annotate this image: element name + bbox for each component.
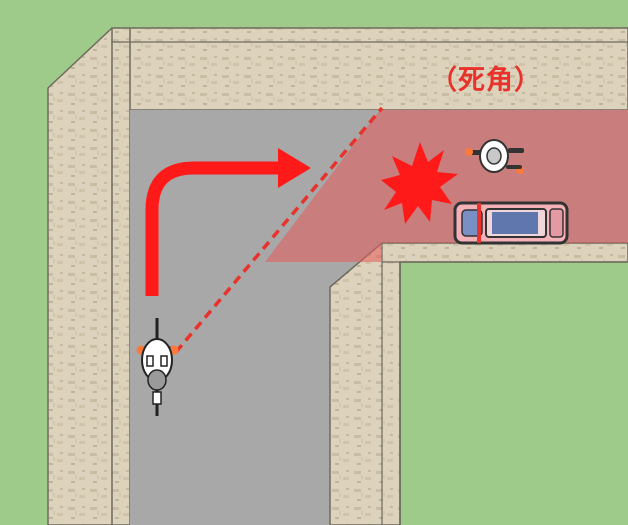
collision-burst-icon <box>381 142 458 224</box>
sightline <box>174 106 384 354</box>
bicycle-icon <box>136 318 179 416</box>
inner-lot <box>401 263 628 525</box>
right-turn-arrow-icon <box>145 148 311 296</box>
car-icon <box>453 201 569 245</box>
pedestrian-icon <box>465 139 524 174</box>
blind-spot-label: （死角） <box>430 65 542 96</box>
